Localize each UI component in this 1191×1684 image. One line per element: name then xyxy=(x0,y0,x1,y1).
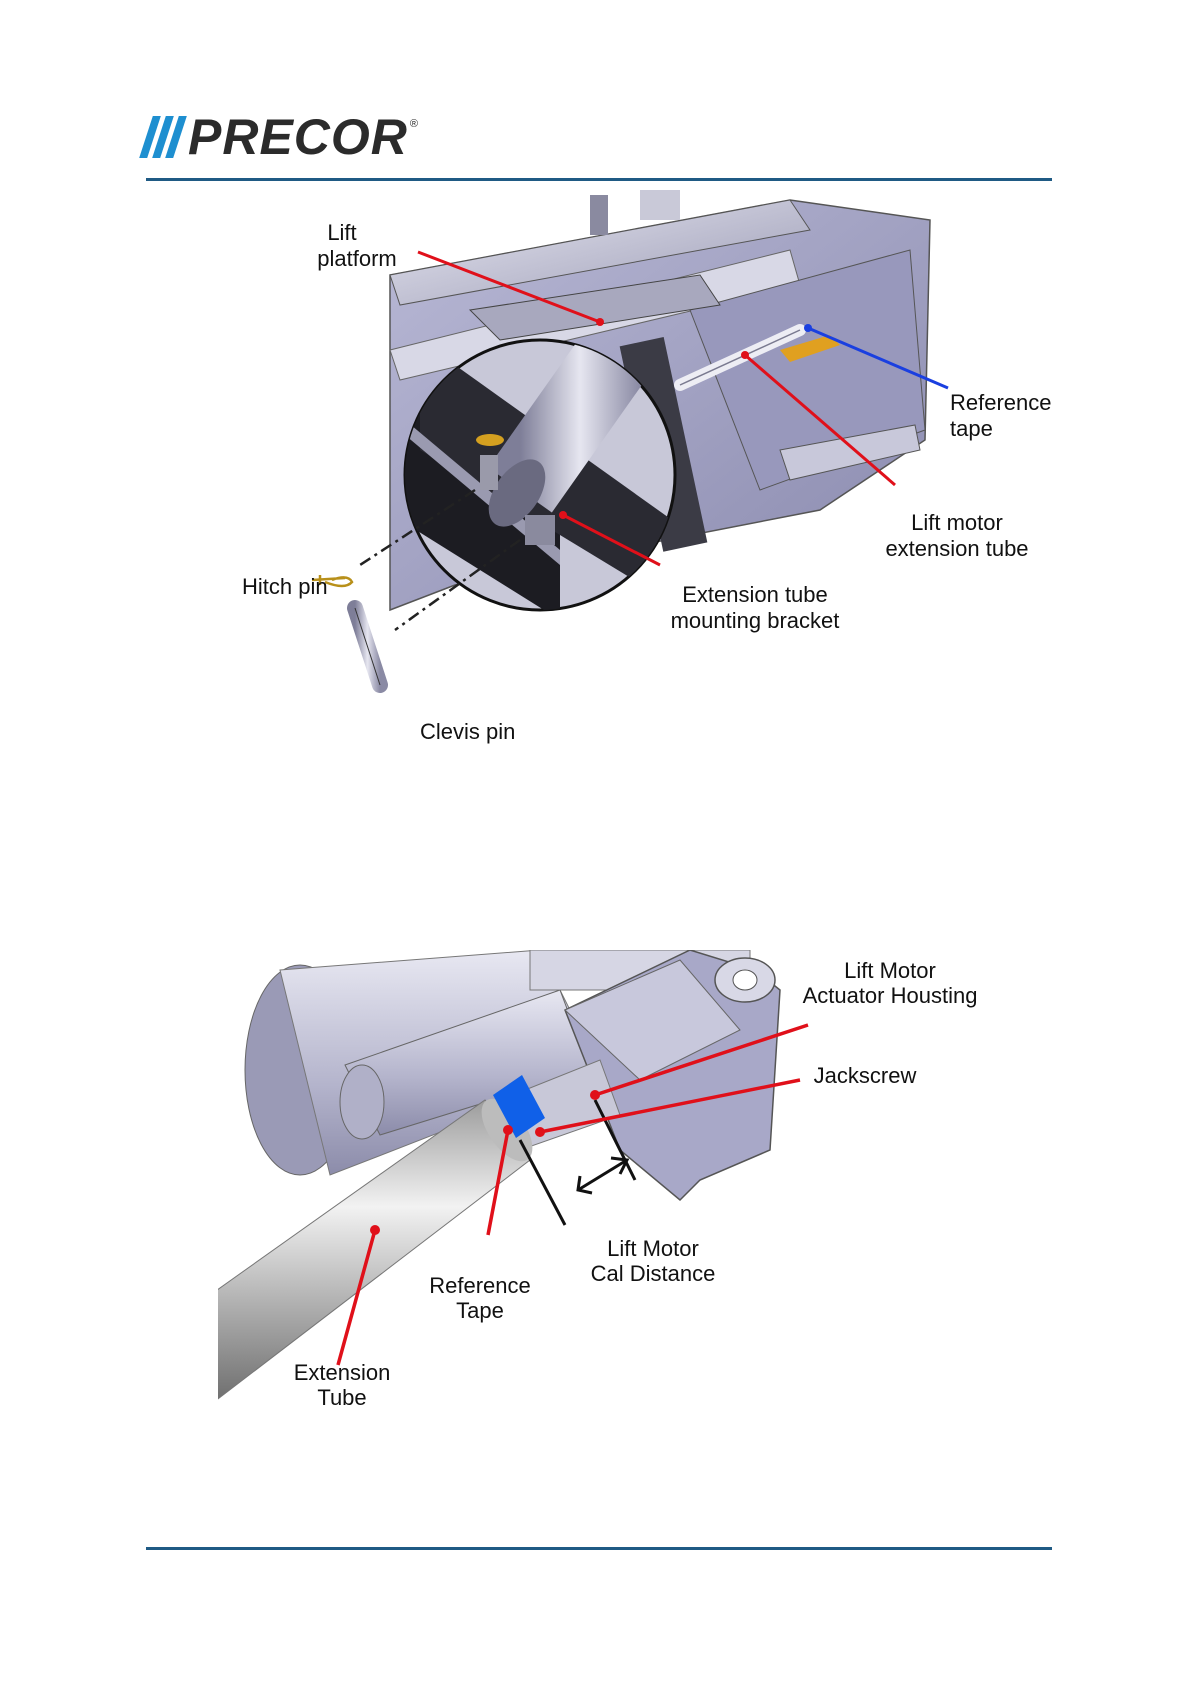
label-ext-tube-2: Tube xyxy=(317,1385,366,1410)
precor-logo: PRECOR ® xyxy=(146,112,418,162)
footer-rule xyxy=(146,1547,1052,1550)
label-ref-tape-2: Tape xyxy=(456,1298,504,1323)
label-jackscrew: Jackscrew xyxy=(814,1063,917,1088)
label-extension-tube: extension tube xyxy=(885,536,1028,561)
clevis-pin-part xyxy=(355,608,380,685)
leader-dot xyxy=(596,318,604,326)
lift-platform-figure: Lift platform Reference tape Lift motor … xyxy=(0,190,1191,770)
label-housing-2: Actuator Housting xyxy=(803,983,978,1008)
label-clevis-pin: Clevis pin xyxy=(420,719,515,744)
jackscrew-figure: Lift Motor Actuator Housting Jackscrew L… xyxy=(0,950,1191,1430)
label-housing-1: Lift Motor xyxy=(844,958,936,983)
label-lift: Lift xyxy=(327,220,356,245)
label-cal-2: Cal Distance xyxy=(591,1261,716,1286)
label-platform: platform xyxy=(317,246,396,271)
label-reference: Reference xyxy=(950,390,1052,415)
label-tape: tape xyxy=(950,416,993,441)
label-ext-tube-1: Extension xyxy=(294,1360,391,1385)
header-rule xyxy=(146,178,1052,181)
label-ref-tape-1: Reference xyxy=(429,1273,531,1298)
label-cal-1: Lift Motor xyxy=(607,1236,699,1261)
label-lift-motor: Lift motor xyxy=(911,510,1003,535)
label-hitch-pin: Hitch pin xyxy=(242,574,328,599)
label-ext-tube: Extension tube xyxy=(682,582,828,607)
logo-text: PRECOR xyxy=(188,112,408,162)
registered-mark: ® xyxy=(410,118,418,130)
precor-stripes-icon xyxy=(146,116,180,158)
label-mounting-bracket: mounting bracket xyxy=(671,608,840,633)
